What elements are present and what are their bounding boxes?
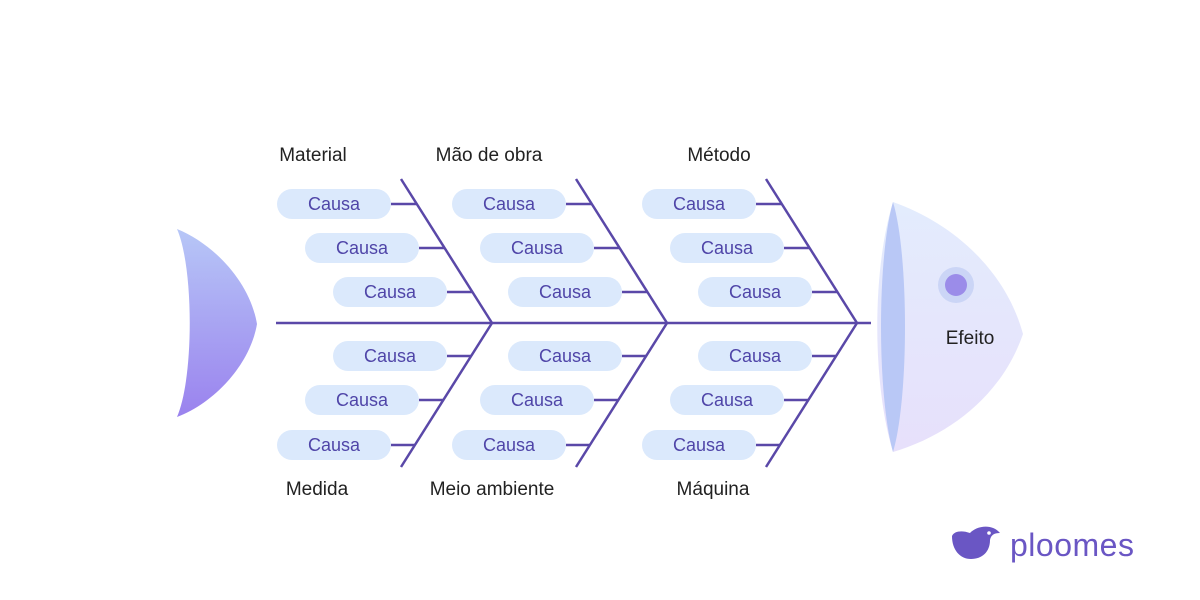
cause-label: Causa <box>511 238 564 258</box>
cause-pill-bg <box>277 430 391 460</box>
cause-label: Causa <box>539 346 592 366</box>
cause-pill: Causa <box>333 277 447 307</box>
cause-pill-bg <box>670 385 784 415</box>
cause-label: Causa <box>336 238 389 258</box>
category-label-mao-de-obra: Mão de obra <box>436 145 543 166</box>
effect-label: Efeito <box>946 328 995 349</box>
cause-pill: Causa <box>333 341 447 371</box>
cause-label: Causa <box>483 194 536 214</box>
fish-skeleton <box>276 178 871 468</box>
cause-pill-bg <box>642 430 756 460</box>
cause-label: Causa <box>701 238 754 258</box>
cause-pill: Causa <box>480 233 594 263</box>
head-gill <box>881 202 905 452</box>
cause-label: Causa <box>364 282 417 302</box>
cause-pill-bg <box>333 341 447 371</box>
cause-label: Causa <box>673 194 726 214</box>
cause-pill-bg <box>698 277 812 307</box>
cause-pill-bg <box>508 341 622 371</box>
cause-label: Causa <box>539 282 592 302</box>
category-label-metodo: Método <box>687 145 750 166</box>
category-label-medida: Medida <box>286 479 349 500</box>
cause-label: Causa <box>511 390 564 410</box>
cause-label: Causa <box>336 390 389 410</box>
cause-pill-bg <box>277 189 391 219</box>
cause-pill: Causa <box>698 341 812 371</box>
cause-pill: Causa <box>277 430 391 460</box>
cause-pill-bg <box>642 189 756 219</box>
ploomes-logo: ploomes <box>952 526 1134 563</box>
bone-medida <box>399 322 494 468</box>
cause-pill-bg <box>452 189 566 219</box>
cause-pill: Causa <box>670 385 784 415</box>
ploomes-logo-text: ploomes <box>1010 527 1134 563</box>
cause-pill: Causa <box>480 385 594 415</box>
cause-pill: Causa <box>508 341 622 371</box>
ploomes-bird-icon <box>952 526 1000 559</box>
cause-pill: Causa <box>642 189 756 219</box>
fish-head: Efeito <box>877 202 1023 452</box>
cause-pill-bg <box>480 233 594 263</box>
bone-meio-ambiente <box>574 322 669 468</box>
cause-pill: Causa <box>277 189 391 219</box>
category-label-meio-ambiente: Meio ambiente <box>430 479 555 500</box>
cause-pill-bg <box>305 385 419 415</box>
cause-pill-bg <box>670 233 784 263</box>
fish-eye <box>945 274 967 296</box>
cause-label: Causa <box>308 435 361 455</box>
category-label-maquina: Máquina <box>677 479 750 500</box>
cause-pill: Causa <box>452 430 566 460</box>
cause-pill: Causa <box>698 277 812 307</box>
cause-label: Causa <box>483 435 536 455</box>
cause-pill: Causa <box>670 233 784 263</box>
bone-maquina <box>764 322 859 468</box>
cause-label: Causa <box>729 346 782 366</box>
cause-label: Causa <box>364 346 417 366</box>
cause-pill: Causa <box>452 189 566 219</box>
cause-label: Causa <box>308 194 361 214</box>
cause-label: Causa <box>729 282 782 302</box>
cause-label: Causa <box>673 435 726 455</box>
cause-pill-bg <box>508 277 622 307</box>
cause-pill: Causa <box>642 430 756 460</box>
cause-pill-bg <box>305 233 419 263</box>
cause-pill: Causa <box>305 233 419 263</box>
cause-pill-bg <box>452 430 566 460</box>
cause-pill: Causa <box>508 277 622 307</box>
cause-pill: Causa <box>305 385 419 415</box>
cause-pill-bg <box>698 341 812 371</box>
cause-label: Causa <box>701 390 754 410</box>
cause-pill-bg <box>333 277 447 307</box>
category-label-material: Material <box>279 145 347 166</box>
fish-tail <box>177 229 257 417</box>
cause-pill-bg <box>480 385 594 415</box>
